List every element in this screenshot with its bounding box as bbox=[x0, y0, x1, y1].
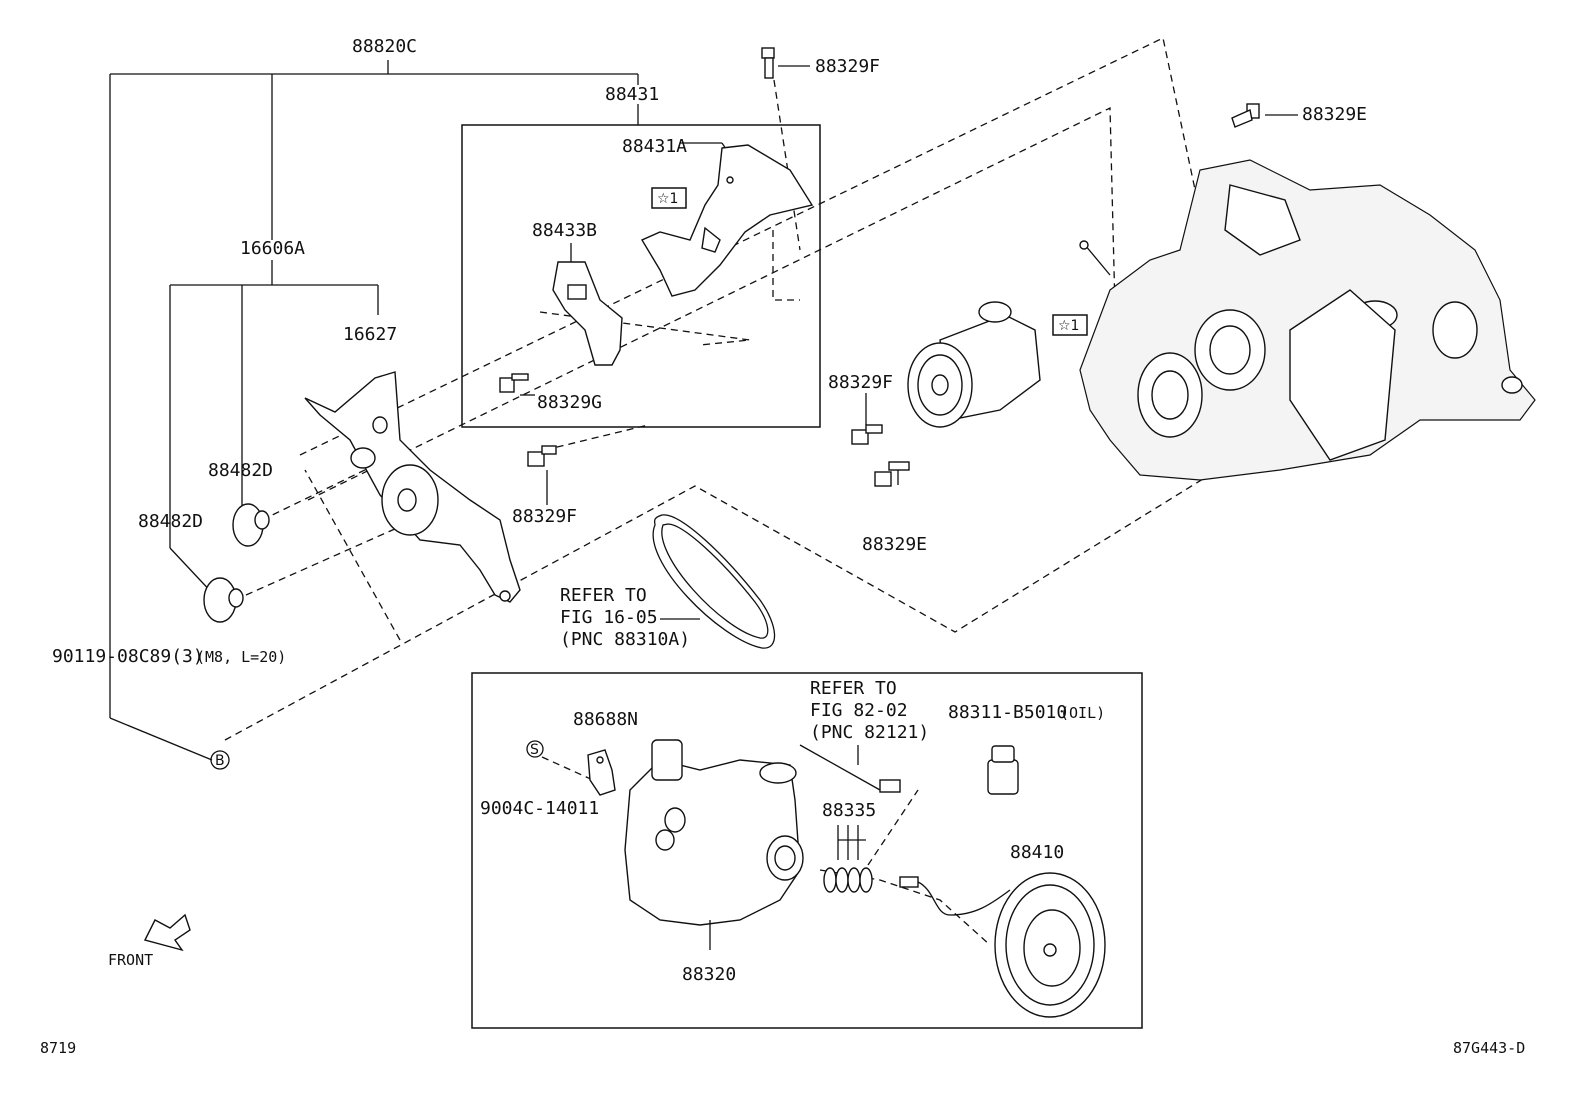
label-refer2-line3: (PNC 82121) bbox=[810, 722, 929, 743]
bracket-88431a bbox=[640, 144, 814, 297]
bracket-88688n bbox=[587, 749, 616, 796]
label-88431a: 88431A bbox=[622, 136, 687, 157]
bolt-88329f-top bbox=[761, 47, 775, 79]
label-88329f-mid: 88329F bbox=[512, 506, 577, 527]
label-marker-b: B bbox=[215, 753, 225, 769]
bracket-88433b bbox=[552, 261, 623, 366]
label-16606a: 16606A bbox=[240, 238, 305, 259]
label-90119-spec: (M8, L=20) bbox=[196, 648, 286, 666]
label-refer2-line1: REFER TO bbox=[810, 678, 897, 699]
label-9004c: 9004C-14011 bbox=[480, 798, 599, 819]
label-88431: 88431 bbox=[605, 84, 659, 105]
label-marker-s: S bbox=[530, 742, 539, 758]
label-star-a: ☆1 bbox=[657, 191, 678, 207]
label-refer2-line2: FIG 82-02 bbox=[810, 700, 908, 721]
s-marker bbox=[526, 740, 544, 758]
bolt-88329g bbox=[499, 373, 529, 393]
label-88320: 88320 bbox=[682, 964, 736, 985]
front-arrow-icon bbox=[143, 913, 191, 952]
label-88329f-right: 88329F bbox=[828, 372, 893, 393]
oil-bottle-88311 bbox=[987, 745, 1019, 795]
bolt-88329e-right bbox=[874, 461, 910, 487]
plug-88482d-lower bbox=[203, 577, 244, 623]
star-marker-b bbox=[1052, 314, 1088, 336]
label-88329e-right: 88329E bbox=[862, 534, 927, 555]
label-88335: 88335 bbox=[822, 800, 876, 821]
wire-connector bbox=[879, 779, 1011, 916]
label-88311-oil: (OIL) bbox=[1060, 704, 1105, 722]
b-marker bbox=[210, 750, 230, 770]
label-90119: 90119-08C89(3) bbox=[52, 646, 204, 667]
clutch-88410 bbox=[994, 872, 1106, 1018]
label-refer1-line3: (PNC 88310A) bbox=[560, 629, 690, 650]
compressor-detail-box bbox=[471, 672, 1143, 1029]
bolt-88329f-right bbox=[851, 424, 883, 445]
leader-88820c bbox=[109, 60, 1298, 761]
label-front: FRONT bbox=[108, 951, 153, 969]
plug-88482d-upper bbox=[232, 503, 270, 547]
compressor-88320 bbox=[624, 739, 804, 950]
label-88329f-top: 88329F bbox=[815, 56, 880, 77]
shims-88335 bbox=[823, 825, 873, 893]
bolt-88329f-mid bbox=[527, 445, 557, 467]
pulley-cover-16627 bbox=[304, 371, 521, 603]
part-labels: 88820C 88431 88431A ☆1 88433B 88329G 883… bbox=[40, 36, 1525, 1057]
label-88311: 88311-B5010 bbox=[948, 702, 1067, 723]
drive-belt bbox=[652, 514, 776, 649]
engine-block bbox=[1079, 159, 1536, 481]
label-star-b: ☆1 bbox=[1058, 318, 1079, 334]
label-88482d-upper: 88482D bbox=[208, 460, 273, 481]
label-88820c: 88820C bbox=[352, 36, 417, 57]
label-88482d-lower: 88482D bbox=[138, 511, 203, 532]
label-88329g: 88329G bbox=[537, 392, 602, 413]
label-code-right: 87G443-D bbox=[1453, 1039, 1525, 1057]
label-88688n: 88688N bbox=[573, 709, 638, 730]
star-marker-a bbox=[651, 187, 687, 209]
bolt-88329e-top bbox=[1231, 103, 1260, 128]
label-refer1-line1: REFER TO bbox=[560, 585, 647, 606]
label-code-left: 8719 bbox=[40, 1039, 76, 1057]
label-88329e-top: 88329E bbox=[1302, 104, 1367, 125]
label-88433b: 88433B bbox=[532, 220, 597, 241]
label-88410: 88410 bbox=[1010, 842, 1064, 863]
label-16627: 16627 bbox=[343, 324, 397, 345]
label-refer1-line2: FIG 16-05 bbox=[560, 607, 658, 628]
compressor-upper bbox=[907, 301, 1041, 428]
